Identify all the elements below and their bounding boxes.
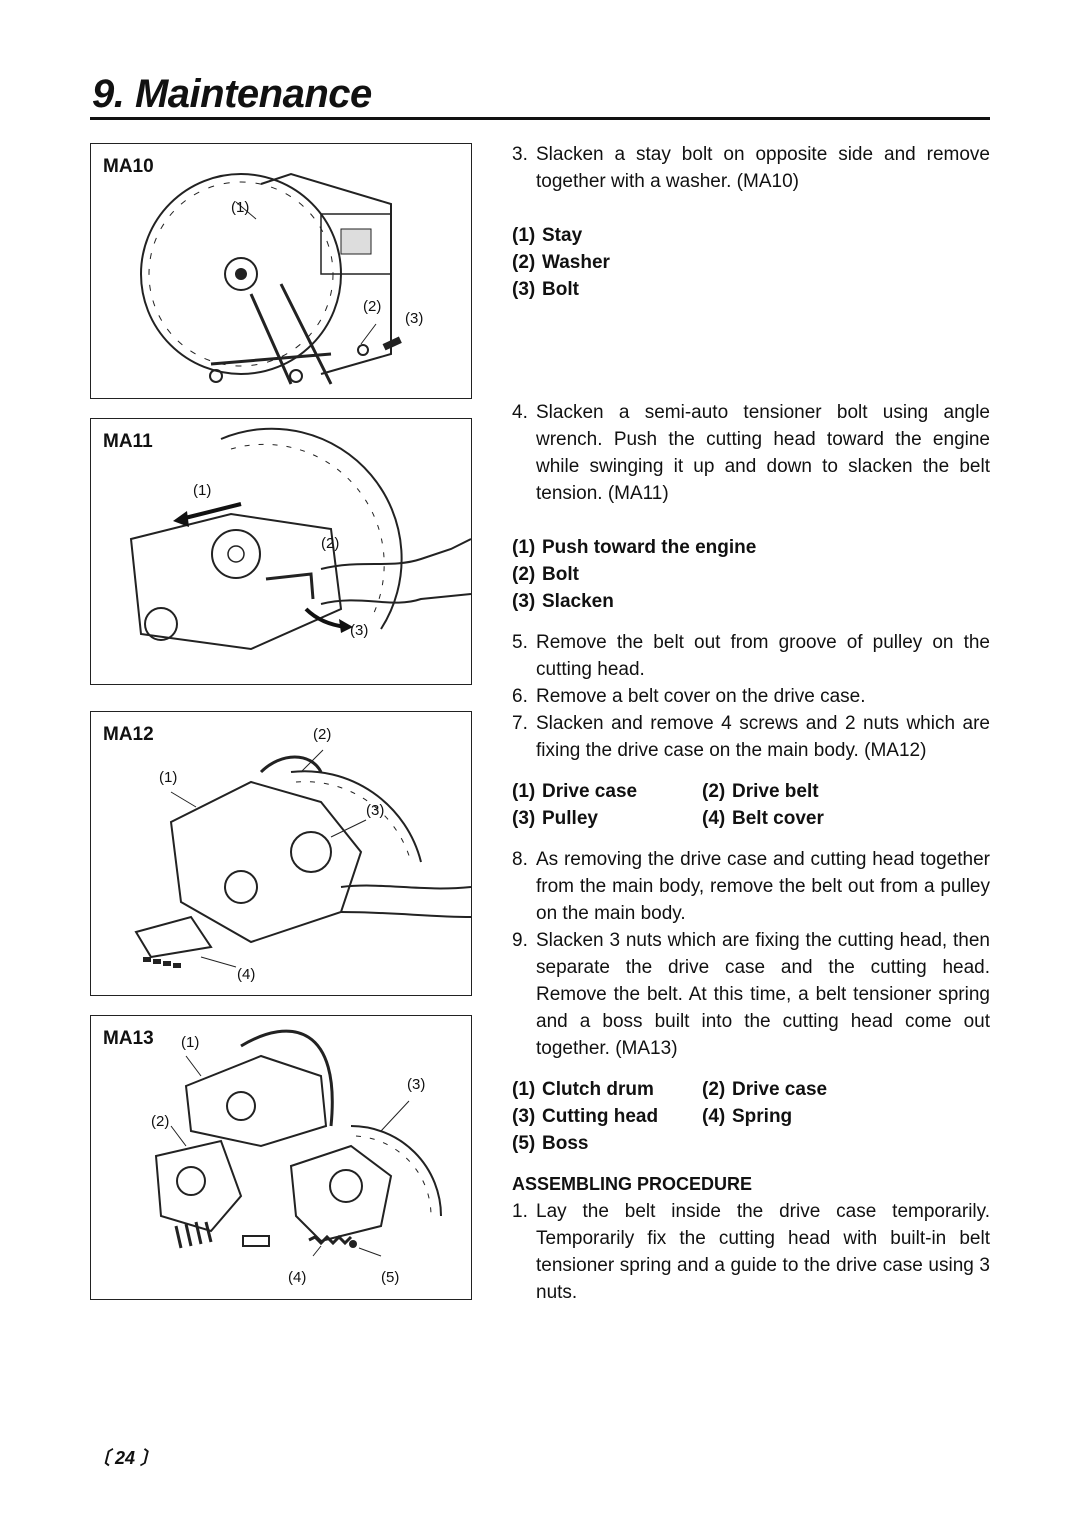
- part-number: (3): [512, 591, 536, 612]
- part-name: Bolt: [542, 564, 579, 585]
- part-number: (3): [512, 808, 536, 829]
- figure-caption: MA13: [103, 1028, 154, 1049]
- step-number: 7.: [512, 713, 528, 734]
- callout-label: (1): [231, 199, 250, 216]
- step-number: 4.: [512, 402, 528, 423]
- part-name: Pulley: [542, 808, 598, 829]
- part-number: (3): [512, 1106, 536, 1127]
- step-number: 8.: [512, 849, 528, 870]
- callout-label: (1): [159, 769, 178, 786]
- part-name: Drive case: [732, 1079, 828, 1100]
- figure-ma10: MA10 (1) (2) (3): [90, 143, 472, 399]
- part-number: (1): [512, 225, 536, 246]
- part-number: (2): [702, 781, 726, 802]
- figure-caption: MA11: [103, 431, 153, 452]
- step-text: Lay the belt inside the drive case tempo…: [536, 1201, 990, 1303]
- callout-label: (2): [151, 1113, 170, 1130]
- drive-case-removal-illustration: [134, 749, 471, 968]
- step-5: 5. Remove the belt out from groove of pu…: [512, 629, 990, 683]
- step-text: Remove a belt cover on the drive case.: [536, 686, 866, 707]
- figure-caption: MA12: [103, 724, 154, 745]
- page-number: 〔 24 〕: [92, 1448, 159, 1468]
- step-4: 4. Slacken a semi-auto tensioner bolt us…: [512, 399, 990, 507]
- step-number: 5.: [512, 632, 528, 653]
- part-number: (3): [512, 279, 536, 300]
- callout-label: (3): [405, 310, 424, 327]
- part-number: (5): [512, 1133, 536, 1154]
- title-rule: [90, 117, 990, 120]
- part-name: Clutch drum: [542, 1079, 654, 1100]
- section-heading: ASSEMBLING PROCEDURE: [512, 1174, 753, 1194]
- part-number: (1): [512, 537, 536, 558]
- part-number: (2): [702, 1079, 726, 1100]
- part-number: (4): [702, 808, 726, 829]
- part-number: (1): [512, 781, 536, 802]
- cutting-head-separation-illustration: [154, 1029, 442, 1257]
- parts-list-ma12: (1) Drive case (2) Drive belt (3) Pulley (4…: [512, 778, 990, 832]
- callout-label: (2): [313, 726, 332, 743]
- callout-label: (2): [363, 298, 382, 315]
- part-name: Stay: [542, 225, 583, 246]
- callout-label: (1): [181, 1034, 200, 1051]
- part-name: Belt cover: [732, 808, 824, 829]
- part-name: Slacken: [542, 591, 614, 612]
- callout-label: (2): [321, 535, 340, 552]
- instructions-column: 3. Slacken a stay bolt on opposite side …: [512, 141, 990, 1306]
- part-name: Cutting head: [542, 1106, 659, 1127]
- step-number: 6.: [512, 686, 528, 707]
- assembling-step-1: 1. Lay the belt inside the drive case te…: [512, 1198, 990, 1306]
- step-7: 7. Slacken and remove 4 screws and 2 nut…: [512, 710, 990, 764]
- step-number: 9.: [512, 930, 528, 951]
- step-3: 3. Slacken a stay bolt on opposite side …: [512, 141, 990, 195]
- part-name: Washer: [542, 252, 610, 273]
- part-name: Drive belt: [732, 781, 819, 802]
- figure-ma12: MA12 (1) (2) (3) (4): [90, 711, 472, 996]
- callout-label: (3): [407, 1076, 426, 1093]
- page-title: 9. Maintenance: [92, 72, 372, 116]
- step-text: Slacken a stay bolt on opposite side and…: [536, 144, 990, 192]
- figure-ma13: MA13 (1) (2) (3) (4) (5): [90, 1015, 472, 1300]
- tensioner-bolt-illustration: [129, 427, 471, 651]
- parts-list-ma11: (1) Push toward the engine (2) Bolt (3) Sla…: [512, 534, 990, 615]
- callout-label: (1): [193, 482, 212, 499]
- part-name: Drive case: [542, 781, 638, 802]
- step-text: Slacken a semi-auto tensioner bolt using…: [536, 402, 990, 504]
- step-6: 6. Remove a belt cover on the drive case…: [512, 683, 990, 710]
- parts-list-ma10: (1) Stay (2) Washer (3) Bolt: [512, 222, 990, 303]
- step-text: Slacken 3 nuts which are fixing the cutt…: [536, 930, 990, 1059]
- step-text: Slacken and remove 4 screws and 2 nuts w…: [536, 713, 990, 761]
- step-text: As removing the drive case and cutting h…: [536, 849, 990, 924]
- part-name: Bolt: [542, 279, 579, 300]
- part-number: (1): [512, 1079, 536, 1100]
- figure-ma11: MA11 (1) (2) (3): [90, 418, 472, 685]
- step-9: 9. Slacken 3 nuts which are fixing the c…: [512, 927, 990, 1062]
- step-number: 1.: [512, 1201, 528, 1222]
- part-name: Spring: [732, 1106, 793, 1127]
- callout-label: (5): [381, 1269, 400, 1286]
- step-number: 3.: [512, 144, 528, 165]
- part-name: Push toward the engine: [542, 537, 757, 558]
- figure-caption: MA10: [103, 156, 154, 177]
- callout-label: (4): [237, 966, 256, 983]
- callout-label: (4): [288, 1269, 307, 1286]
- part-number: (4): [702, 1106, 726, 1127]
- parts-list-ma13: (1) Clutch drum (2) Drive case (3) Cutting …: [512, 1076, 990, 1157]
- part-number: (2): [512, 252, 536, 273]
- cutter-stay-illustration: [140, 172, 402, 385]
- callout-label: (3): [366, 802, 385, 819]
- part-name: Boss: [542, 1133, 589, 1154]
- callout-label: (3): [350, 622, 369, 639]
- step-8: 8. As removing the drive case and cuttin…: [512, 846, 990, 927]
- step-text: Remove the belt out from groove of pulle…: [536, 632, 990, 680]
- part-number: (2): [512, 564, 536, 585]
